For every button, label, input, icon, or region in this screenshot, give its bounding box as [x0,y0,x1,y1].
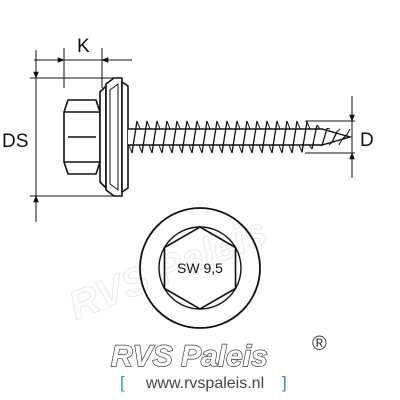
sw-label: SW 9,5 [177,260,223,276]
website-url[interactable]: www.rvspaleis.nl [145,375,264,392]
k-dimension [34,48,132,88]
d-label: D [360,130,374,151]
k-label: K [77,36,90,57]
ds-dimension [30,50,120,222]
head-view [139,207,261,329]
bracket-close: ] [282,373,287,392]
registered-mark: ® [312,333,327,355]
brand-logo: RVS Paleis [111,340,268,373]
bracket-open: [ [120,373,125,392]
screw-thread [128,120,353,154]
screw-side-view [63,77,129,197]
ds-label: DS [2,131,28,152]
